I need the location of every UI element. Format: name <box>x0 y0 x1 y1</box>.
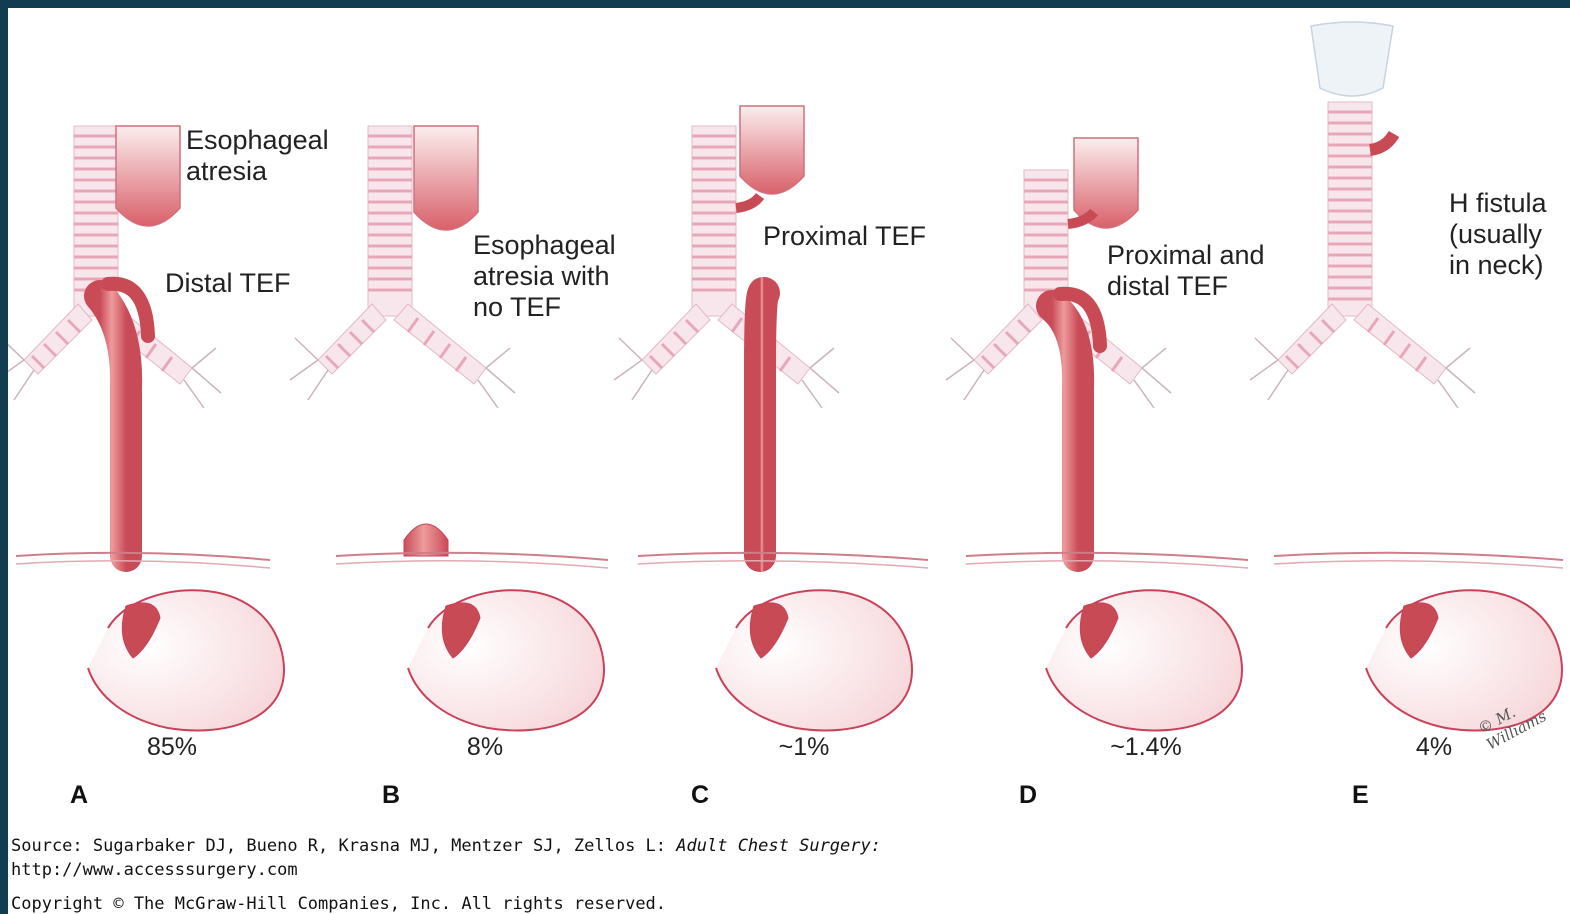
bronchiole <box>1142 368 1171 393</box>
stomach-d <box>1046 590 1242 730</box>
diaphragm-line-b <box>336 561 608 568</box>
esophagus-tube <box>1052 306 1078 556</box>
figure-frame: Esophageal atresia Distal TEF Esophageal… <box>8 8 1570 914</box>
left-bronchus <box>24 304 92 374</box>
bronchiole <box>8 360 24 380</box>
bronchiole <box>308 370 328 400</box>
diaphragm-c <box>638 553 928 560</box>
stomach-c <box>716 590 912 730</box>
percent-c: ~1% <box>744 733 864 762</box>
left-bronchus <box>318 304 386 374</box>
bronchiole <box>951 338 974 360</box>
bronchiole <box>1446 368 1475 393</box>
panel-letter-a: A <box>70 781 88 810</box>
esophagus-tube <box>100 296 126 556</box>
source-prefix: Source: Sugarbaker DJ, Bueno R, Krasna M… <box>11 836 676 856</box>
bronchiole <box>192 348 216 368</box>
label-distal-tef: Distal TEF <box>165 268 291 299</box>
h-fistula-connection <box>1370 134 1394 150</box>
bronchiole <box>184 380 204 408</box>
bronchiole <box>192 368 221 393</box>
bronchiole <box>964 370 984 400</box>
trachea-tube <box>692 126 736 316</box>
percent-a: 85% <box>112 733 232 762</box>
stomach-body <box>408 590 604 730</box>
left-bronchus <box>974 304 1042 374</box>
diaphragm-e <box>1274 553 1563 560</box>
bronchiole <box>486 368 515 393</box>
larynx-cartilage <box>1311 22 1393 96</box>
stomach-body <box>88 590 284 730</box>
panel-letter-e: E <box>1352 781 1369 810</box>
bronchiole <box>1268 370 1288 400</box>
bronchiole <box>1250 360 1278 380</box>
bronchiole <box>1255 338 1278 360</box>
stomach-body <box>1046 590 1242 730</box>
bronchiole <box>810 368 839 393</box>
bronchiole <box>1142 348 1166 368</box>
percent-e: 4% <box>1374 733 1494 762</box>
bronchiole <box>946 360 974 380</box>
diaphragm-line-d <box>966 561 1248 568</box>
bronchiole <box>802 380 822 408</box>
trachea-c <box>614 126 839 408</box>
proximal-pouch-c <box>740 106 804 194</box>
label-atresia-no-tef: Esophageal atresia with no TEF <box>473 230 616 323</box>
distal-esophagus-c <box>760 293 764 556</box>
diaphragm-a <box>16 553 270 560</box>
bronchiole <box>295 338 318 360</box>
copyright-notice: Copyright © The McGraw-Hill Companies, I… <box>11 894 666 914</box>
label-h-fistula: H fistula (usually in neck) <box>1449 188 1547 281</box>
trachea-e <box>1250 102 1475 408</box>
diaphragm-d <box>966 553 1248 560</box>
bronchiole <box>1446 348 1470 368</box>
bronchiole <box>1438 380 1458 408</box>
bronchiole <box>486 348 510 368</box>
label-proximal-tef: Proximal TEF <box>763 221 926 252</box>
bronchiole <box>1134 380 1154 408</box>
left-bronchus <box>642 304 710 374</box>
percent-d: ~1.4% <box>1086 733 1206 762</box>
proximal-pouch-b <box>414 126 478 230</box>
bronchiole <box>614 360 642 380</box>
esophagus-tube <box>760 293 764 556</box>
diaphragm-line-a <box>16 561 270 568</box>
percent-b: 8% <box>425 733 545 762</box>
bronchiole <box>619 338 642 360</box>
bronchiole <box>478 380 498 408</box>
proximal-pouch-a <box>116 126 180 226</box>
bronchiole <box>290 360 318 380</box>
diaphragm-line-c <box>638 561 928 568</box>
diaphragm-b <box>336 553 608 560</box>
larynx-e <box>1311 22 1393 96</box>
stomach-a <box>88 590 284 730</box>
source-citation: Source: Sugarbaker DJ, Bueno R, Krasna M… <box>11 836 881 856</box>
trachea-tube <box>368 126 412 316</box>
diaphragm-line-e <box>1274 561 1563 568</box>
distal-esophagus-d <box>1052 294 1100 556</box>
stomach-body <box>716 590 912 730</box>
bronchiole <box>810 348 834 368</box>
panel-letter-c: C <box>691 781 709 810</box>
left-bronchus <box>1278 304 1346 374</box>
proximal-fistula-c <box>736 196 760 208</box>
panel-letter-d: D <box>1019 781 1037 810</box>
label-proximal-distal-tef: Proximal and distal TEF <box>1107 240 1265 302</box>
distal-esophagus-a <box>100 284 148 556</box>
panel-letter-b: B <box>382 781 400 810</box>
distal-pouch-stub-b <box>404 524 448 556</box>
source-url[interactable]: http://www.accesssurgery.com <box>11 860 298 880</box>
bronchiole <box>14 370 34 400</box>
source-book-title: Adult Chest Surgery: <box>676 836 881 856</box>
bronchiole <box>632 370 652 400</box>
stomach-b <box>408 590 604 730</box>
bronchiole <box>8 338 24 360</box>
label-esophageal-atresia: Esophageal atresia <box>186 125 329 187</box>
